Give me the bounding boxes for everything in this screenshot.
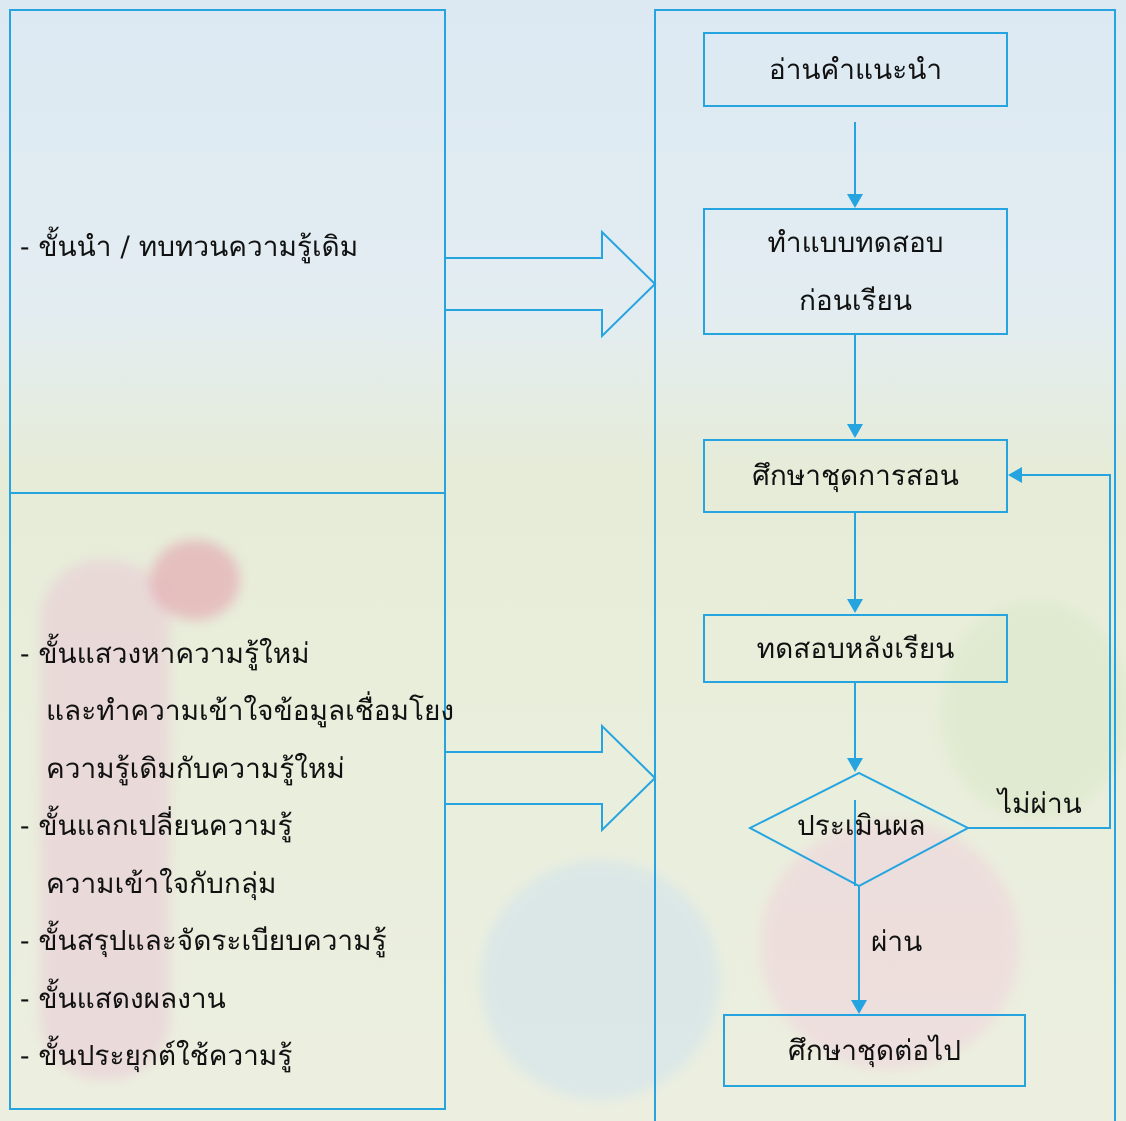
posttest-box: ทดสอบหลังเรียน (703, 614, 1008, 683)
pretest-text-line2: ก่อนเรียน (798, 283, 913, 317)
stage-line-6: - ขั้นสรุปและจัดระเบียบความรู้ (20, 924, 387, 957)
background-blur-shape (940, 600, 1126, 820)
background-blur-shape (760, 820, 1020, 1070)
flowchart-panel (654, 9, 1116, 1121)
pretest-box: ทำแบบทดสอบ ก่อนเรียน (703, 208, 1008, 335)
block-arrow-bottom (446, 723, 657, 833)
arrowhead-loop (1008, 467, 1022, 483)
background-blur-shape (150, 540, 240, 620)
learning-stages-panel (9, 492, 446, 1110)
fail-label: ไม่ผ่าน (998, 787, 1082, 820)
background-blur-shape (480, 860, 720, 1100)
intro-stage-text: - ขั้นนำ / ทบทวนความรู้เดิม (20, 230, 359, 263)
arrowhead-4 (847, 758, 863, 772)
study-set-box: ศึกษาชุดการสอน (703, 439, 1008, 513)
stage-line-4: - ขั้นแลกเปลี่ยนความรู้ (20, 809, 293, 842)
pass-label: ผ่าน (871, 925, 923, 958)
read-instructions-box: อ่านคำแนะนำ (703, 32, 1008, 107)
next-set-box: ศึกษาชุดต่อไป (723, 1014, 1026, 1087)
arrowhead-5 (851, 1000, 867, 1014)
stage-line-3: ความรู้เดิมกับความรู้ใหม่ (46, 752, 345, 785)
stage-line-1: - ขั้นแสวงหาความรู้ใหม่ (20, 637, 310, 670)
background-blur-shape (40, 560, 170, 1080)
arrowhead-1 (847, 194, 863, 208)
pretest-text-line1: ทำแบบทดสอบ (767, 225, 944, 259)
read-instructions-text: อ่านคำแนะนำ (768, 52, 943, 86)
study-set-text: ศึกษาชุดการสอน (752, 459, 959, 492)
arrowhead-3 (847, 599, 863, 613)
stage-line-5: ความเข้าใจกับกลุ่ม (46, 867, 277, 900)
intro-stage-panel (9, 9, 446, 493)
evaluate-text: ประเมินผล (797, 809, 926, 842)
arrowhead-2 (847, 424, 863, 438)
stage-line-2: และทำความเข้าใจข้อมูลเชื่อมโยง (46, 694, 455, 727)
block-arrow-top (446, 229, 657, 339)
posttest-text: ทดสอบหลังเรียน (756, 631, 955, 665)
loop-back-line (968, 474, 1111, 829)
stage-line-7: - ขั้นแสดงผลงาน (20, 982, 226, 1015)
next-set-text: ศึกษาชุดต่อไป (788, 1033, 961, 1067)
stage-line-8: - ขั้นประยุกต์ใช้ความรู้ (20, 1039, 293, 1072)
